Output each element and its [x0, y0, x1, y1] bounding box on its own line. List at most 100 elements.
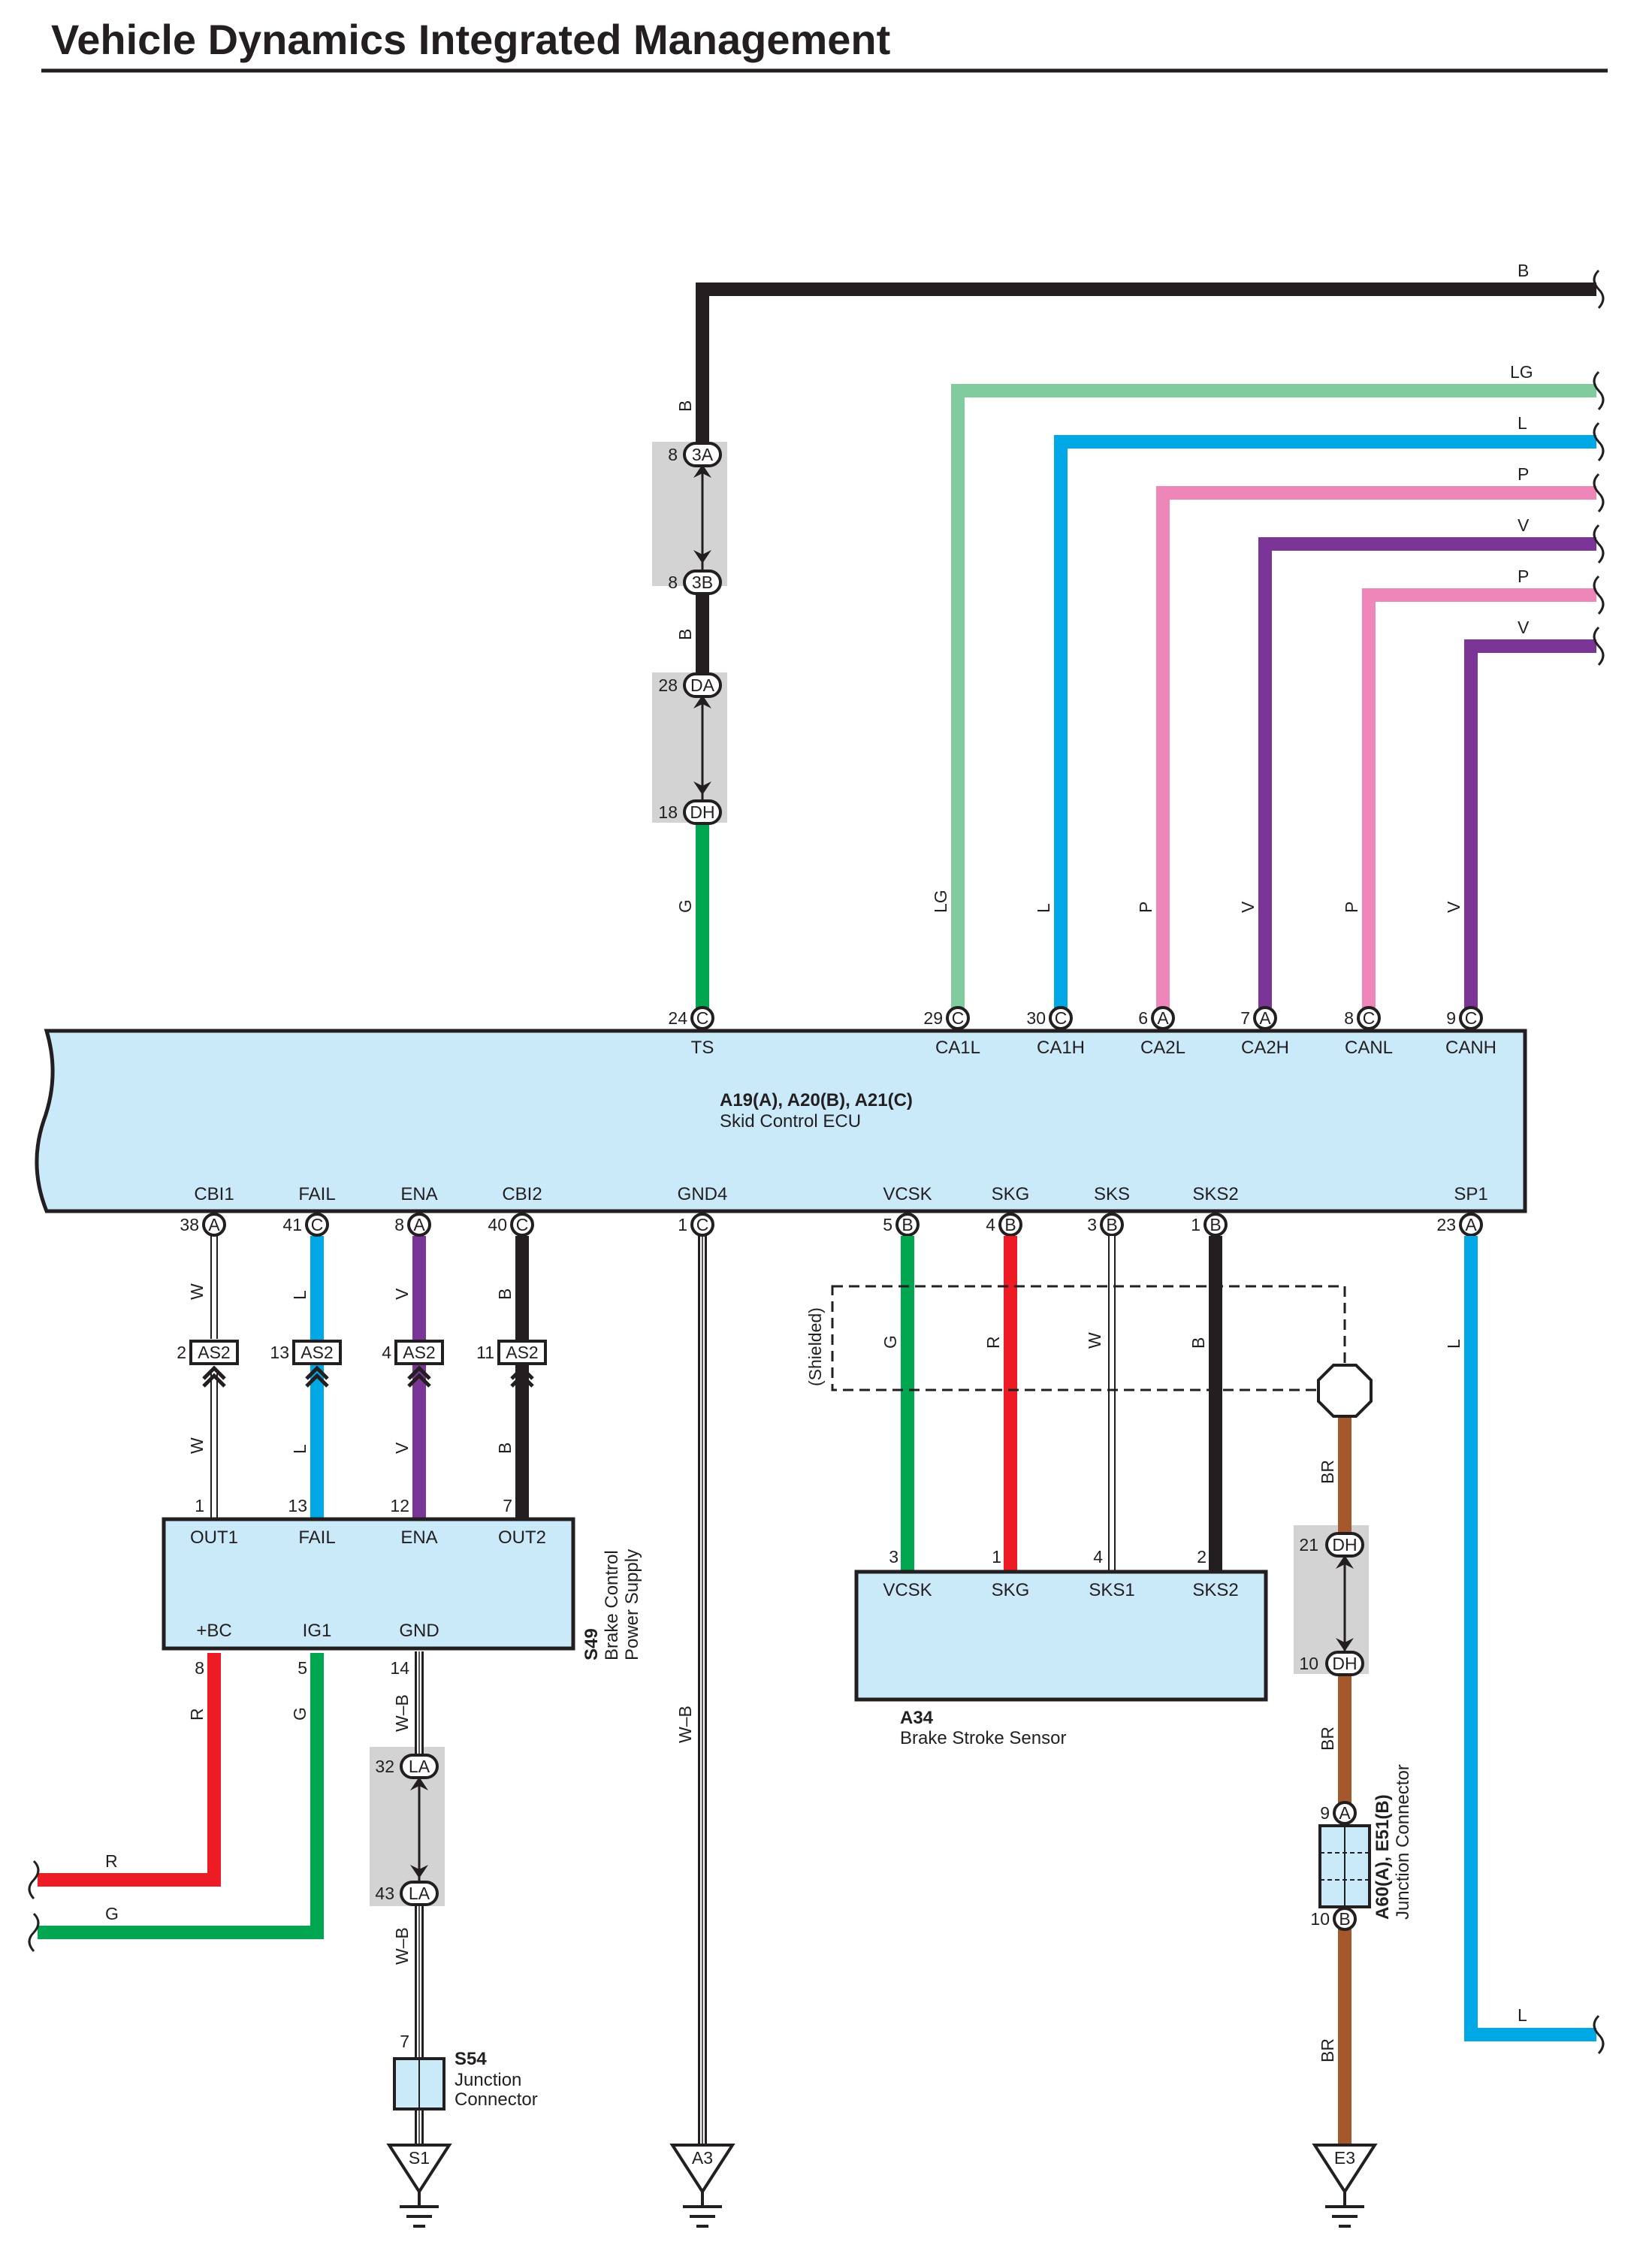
wire-color-label: V: [392, 1442, 412, 1454]
pin-number: 13: [270, 1343, 289, 1362]
brake-control-power-supply: R G R G OUT1 FAIL ENA OUT2 1 13 12 7 +BC…: [28, 1496, 642, 1953]
connector-letter: B: [1339, 1909, 1350, 1929]
wire-color-label: B: [675, 629, 695, 640]
page-title: Vehicle Dynamics Integrated Management: [51, 16, 890, 63]
connector-id: AS2: [198, 1343, 230, 1362]
pin-number: 4: [382, 1343, 391, 1362]
component-name: Junction: [455, 2070, 521, 2090]
wire-plus-bc-r: [38, 1653, 221, 1887]
terminal-name: SP1: [1454, 1184, 1487, 1204]
wire-color-label: W–B: [392, 1694, 412, 1732]
wire-color-label: BR: [1318, 2038, 1337, 2062]
component-name: Connector: [455, 2089, 538, 2110]
connector-letter: B: [1004, 1215, 1016, 1234]
wire-color-label: B: [1188, 1337, 1208, 1349]
ecu-ref: A19(A), A20(B), A21(C): [720, 1090, 913, 1110]
connector-letter: C: [1055, 1008, 1068, 1028]
shield-drain-octagon: [1317, 1364, 1373, 1418]
right-wire-label: V: [1518, 618, 1530, 637]
wire-color-label: L: [290, 1290, 310, 1300]
pin-number: 10: [1310, 1909, 1330, 1929]
terminal-name: CA1L: [935, 1038, 980, 1058]
component-name: Junction Connector: [1393, 1764, 1413, 1920]
pin-number: 21: [1299, 1535, 1318, 1555]
wire-ca1h-l: [1054, 435, 1596, 1018]
shield-label: (Shielded): [805, 1307, 825, 1386]
pin-number: 5: [883, 1215, 892, 1234]
connector-oval: [683, 570, 722, 595]
terminal-name: OUT1: [190, 1527, 238, 1548]
terminal-name: CBI1: [194, 1184, 234, 1204]
terminal-name: SKS2: [1192, 1184, 1238, 1204]
right-wire-label: P: [1518, 567, 1529, 586]
connector-oval: [683, 799, 722, 825]
inline-connector-box: [652, 672, 727, 823]
terminal-name: ENA: [400, 1184, 437, 1204]
wire-color-label: P: [1136, 902, 1155, 913]
wire-color-label: W–B: [675, 1706, 695, 1743]
pin-number: 24: [668, 1008, 687, 1028]
connector-id: AS2: [506, 1343, 538, 1362]
connector-letter: C: [1363, 1008, 1376, 1028]
pin-number: 9: [1446, 1008, 1456, 1028]
component-name: Brake Stroke Sensor: [900, 1728, 1066, 1748]
ground-symbol: E3: [1312, 2144, 1378, 2228]
wire-color-label: R: [187, 1708, 207, 1721]
connector-letter: B: [902, 1215, 913, 1234]
terminal-name: GND: [399, 1621, 439, 1641]
pin-number: 2: [177, 1343, 186, 1362]
wire-canh-v: [1464, 639, 1596, 1018]
connector-letter: C: [952, 1008, 965, 1028]
component-name: Power Supply: [622, 1549, 642, 1660]
terminal-name: CANL: [1345, 1038, 1393, 1058]
terminal-name: CANH: [1445, 1038, 1496, 1058]
ground-id: S1: [409, 2148, 430, 2168]
wire-ca1l-lg: [951, 384, 1596, 1018]
wire-color-label: G: [105, 1904, 119, 1923]
terminal-name: VCSK: [883, 1580, 932, 1600]
connector-oval: [683, 672, 722, 698]
terminal-name: TS: [691, 1038, 714, 1058]
connector-letter: C: [696, 1008, 709, 1028]
ecu-top-pins: C C C A A C C 24 29 30 6 7 8 9 TS CA1L C…: [668, 1006, 1496, 1058]
connector-id: 3A: [692, 445, 714, 464]
connector-id: LA: [409, 1884, 430, 1903]
sp1-wire: L L: [1444, 1236, 1605, 2055]
pin-number: 11: [476, 1343, 494, 1362]
pin-number: 5: [297, 1658, 307, 1678]
terminal-name: SKG: [992, 1580, 1030, 1600]
terminal-name: VCSK: [883, 1184, 932, 1204]
connector-letter: B: [1106, 1215, 1117, 1234]
wire-color-label: P: [1342, 902, 1361, 913]
pin-number: 6: [1138, 1008, 1148, 1028]
wire-ca2l-p: [1156, 486, 1596, 1018]
terminal-name: FAIL: [298, 1527, 335, 1548]
pin-number: 1: [195, 1496, 204, 1515]
wire-color-label: W–B: [392, 1927, 412, 1965]
pin-number: 8: [668, 445, 678, 464]
top-wires: B LG L P V P V LG L P V P V: [696, 261, 1605, 1018]
pin-number: 8: [195, 1658, 204, 1678]
pin-number: 41: [282, 1215, 302, 1234]
wire-color-label: B: [495, 1443, 515, 1454]
right-wire-label: LG: [1510, 362, 1533, 382]
wire-break-marks: [1593, 269, 1605, 666]
pin-number: 8: [1344, 1008, 1354, 1028]
wire-color-label: L: [1034, 903, 1053, 913]
pin-number: 7: [1240, 1008, 1250, 1028]
pin-number: 1: [1191, 1215, 1200, 1234]
pin-number: 1: [678, 1215, 687, 1234]
connector-oval: [683, 442, 722, 467]
ground-symbol: A3: [669, 2144, 735, 2228]
right-wire-label: B: [1518, 261, 1529, 280]
wire-color-label: W: [187, 1437, 207, 1454]
ecu-name: Skid Control ECU: [720, 1111, 861, 1132]
connector-letter: C: [696, 1215, 709, 1234]
br-ground-wire: DH DH 21 10 A B 9 10 A60(A), E51(B) Junc…: [1294, 1364, 1413, 2145]
pin-number: 38: [180, 1215, 199, 1234]
component-ref: A60(A), E51(B): [1373, 1794, 1393, 1920]
wire-ts-b-top: [696, 283, 1596, 449]
pin-number: 23: [1436, 1215, 1456, 1234]
grounds: S1 A3 E3: [386, 2144, 1378, 2228]
